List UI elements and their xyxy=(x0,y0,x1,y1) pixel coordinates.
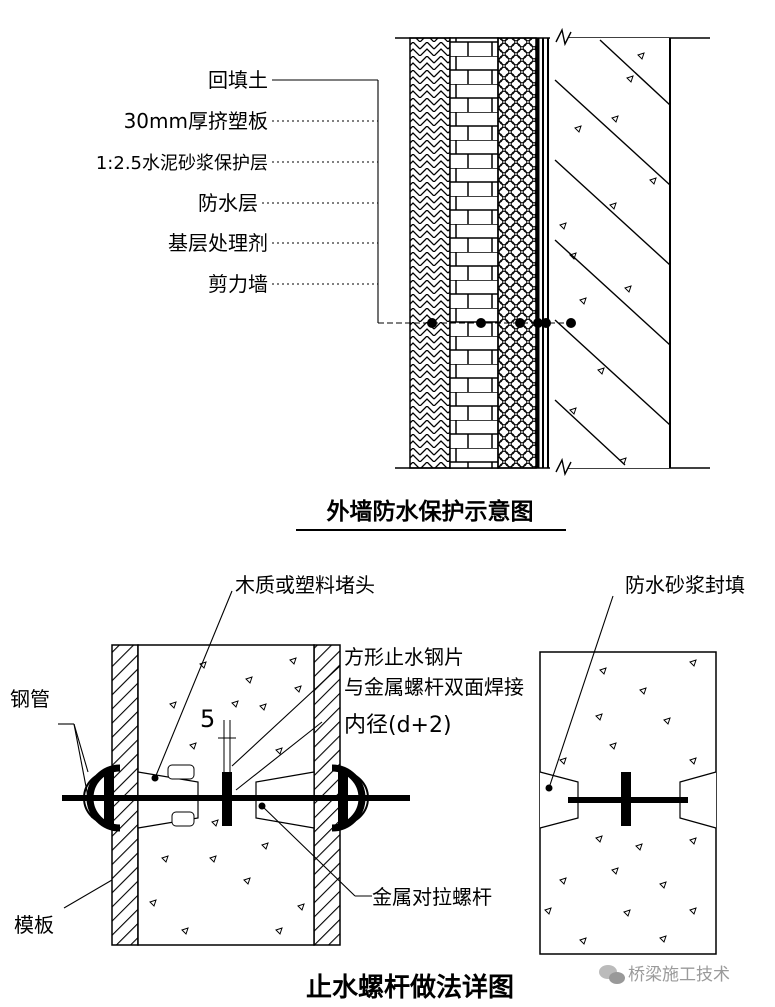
bottom-caption: 止水螺杆做法详图 xyxy=(306,972,514,1003)
label-shear-wall: 剪力墙 xyxy=(208,272,268,296)
label-bolt: 金属对拉螺杆 xyxy=(372,885,492,909)
brick-protection-layer xyxy=(449,37,499,469)
top-caption: 外墙防水保护示意图 xyxy=(327,498,534,525)
sealed-bolt-detail xyxy=(539,595,717,955)
label-waterproof-layer: 防水层 xyxy=(198,191,258,215)
wechat-icon xyxy=(599,965,625,984)
top-wall-diagram xyxy=(262,27,710,477)
label-plate-line2: 与金属螺杆双面焊接 xyxy=(344,675,524,699)
label-plate-line1: 方形止水钢片 xyxy=(344,645,464,669)
xps-board-layer xyxy=(497,37,537,469)
label-plug: 木质或塑料堵头 xyxy=(235,573,375,597)
steel-pipe-right xyxy=(331,764,369,832)
label-xps-board: 30mm厚挤塑板 xyxy=(124,109,268,133)
label-formwork: 模板 xyxy=(14,913,54,937)
label-dimension-5: 5 xyxy=(200,705,215,733)
water-stop-bolt-detail xyxy=(58,590,410,946)
steel-pipe-left xyxy=(83,764,121,832)
label-mortar-seal: 防水砂浆封填 xyxy=(625,573,745,597)
label-steel-pipe: 钢管 xyxy=(10,687,50,711)
label-primer: 基层处理剂 xyxy=(168,231,268,255)
shear-wall xyxy=(550,38,671,468)
label-backfill: 回填土 xyxy=(208,68,268,92)
backfill-soil-layer xyxy=(409,37,451,469)
label-mortar-protection: 1:2.5水泥砂浆保护层 xyxy=(96,153,268,174)
label-inner-diameter: 内径(d+2) xyxy=(344,713,452,738)
watermark-text: 桥梁施工技术 xyxy=(628,965,730,985)
watermark: 桥梁施工技术 xyxy=(599,965,730,985)
